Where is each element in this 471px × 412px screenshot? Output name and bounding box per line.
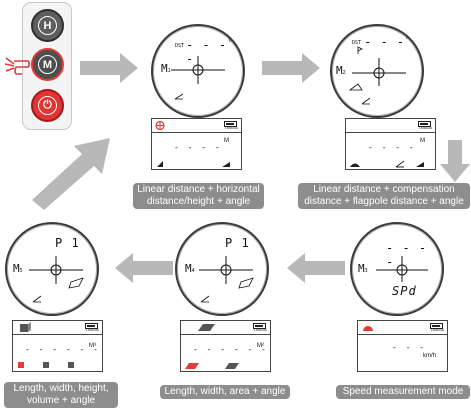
lcd-unit: M³ xyxy=(89,343,96,349)
caption-mode-5: Length, width, height, volume + angle xyxy=(4,382,118,408)
lcd-bottom-icons xyxy=(185,363,239,369)
arrow-right-1 xyxy=(80,53,138,83)
dst-label: DST xyxy=(352,40,362,46)
arrow-left-2 xyxy=(115,253,173,283)
lcd-readout: - - - xyxy=(392,343,427,352)
model-label: LM800A xyxy=(418,126,432,130)
battery-icon xyxy=(224,121,237,127)
power-button[interactable]: ⏻ xyxy=(31,89,64,122)
lcd-panel-2: LM800A - - - - M xyxy=(345,118,436,170)
target-icon xyxy=(155,120,165,131)
lcd-readout: - - - - xyxy=(174,143,222,152)
rangefinder-device: H M ⏻ xyxy=(22,2,72,130)
viewfinder-mode-3: - - - - M3 SPd xyxy=(350,222,444,316)
distance-readout: - - - - xyxy=(386,241,428,269)
lcd-panel-4: LM800A - - - - - - M² xyxy=(180,320,271,372)
viewfinder-mode-1: DST - - - - M M1 xyxy=(151,24,245,118)
lcd-readout: - - - - - - xyxy=(193,345,268,354)
lcd-top-bar: LM800A xyxy=(358,321,447,335)
lcd-readout: - - - - xyxy=(368,143,416,152)
unit-label: M xyxy=(406,35,410,41)
model-label: LM800A xyxy=(253,328,267,332)
lcd-bottom-icons xyxy=(350,160,424,168)
battery-icon xyxy=(430,323,443,329)
lcd-top-bar: LM800A xyxy=(181,321,270,335)
lcd-panel-3: LM800A - - - km/h xyxy=(357,320,448,372)
arrow-left-1 xyxy=(287,253,345,283)
lcd-top-bar: LM800A xyxy=(346,119,435,133)
p1-label: P 1 xyxy=(225,236,250,250)
caption-mode-3: Speed measurement mode xyxy=(336,385,470,399)
lcd-panel-1: LM800A - - - - M xyxy=(151,118,242,170)
mode-indicator: M1 xyxy=(161,62,171,75)
arrow-right-2 xyxy=(262,53,320,83)
h-button-label: H xyxy=(38,16,57,35)
mode-indicator: M4 xyxy=(185,262,195,275)
mode-indicator: M3 xyxy=(358,262,368,275)
power-icon: ⏻ xyxy=(38,96,57,115)
distance-readout: - - - - xyxy=(186,38,228,66)
arrow-down xyxy=(440,140,470,182)
lcd-top-bar: LM800A xyxy=(152,119,241,133)
m-button-label: M xyxy=(38,55,57,74)
lcd-top-bar: LM800A xyxy=(13,321,102,335)
unit-label: M xyxy=(229,38,233,44)
lcd-unit: M xyxy=(224,138,229,144)
model-label: LM800A xyxy=(430,328,444,332)
model-label: LM800A xyxy=(224,126,238,130)
area-icon xyxy=(198,324,215,331)
viewfinder-mode-4: P 1 M4 xyxy=(175,222,269,316)
caption-mode-1: Linear distance + horizontal distance/he… xyxy=(133,183,264,209)
distance-readout: - - - - xyxy=(364,35,422,49)
lcd-unit: km/h xyxy=(423,353,437,359)
viewfinder-mode-5: P 1 M5 xyxy=(5,222,99,316)
speedometer-icon xyxy=(363,326,373,331)
battery-icon xyxy=(253,323,266,329)
p1-label: P 1 xyxy=(55,236,80,250)
mode-indicator: M5 xyxy=(13,262,23,275)
lcd-readout: - - - - - - xyxy=(25,345,100,354)
speed-label: SPd xyxy=(392,284,417,298)
model-label: LM800A xyxy=(85,328,99,332)
dst-label: DST xyxy=(175,43,185,49)
lcd-panel-5: LM800A - - - - - - M³ xyxy=(12,320,103,372)
volume-icon xyxy=(20,322,31,332)
h-button[interactable]: H xyxy=(31,9,64,42)
m-button[interactable]: M xyxy=(31,48,64,81)
battery-icon xyxy=(418,121,431,127)
lcd-bottom-icons xyxy=(18,362,74,368)
lcd-unit: M xyxy=(420,138,425,144)
viewfinder-mode-2: DST - - - - M M2 xyxy=(330,24,424,118)
battery-icon xyxy=(85,323,98,329)
lcd-bottom-icons xyxy=(157,161,230,167)
caption-mode-2: Linear distance + compensation distance … xyxy=(298,183,470,209)
finger-press-icon xyxy=(4,57,31,75)
lcd-unit: M² xyxy=(257,343,264,349)
caption-mode-4: Length, width, area + angle xyxy=(160,385,290,399)
arrow-diagonal-up xyxy=(32,138,110,210)
mode-indicator: M2 xyxy=(336,64,346,77)
